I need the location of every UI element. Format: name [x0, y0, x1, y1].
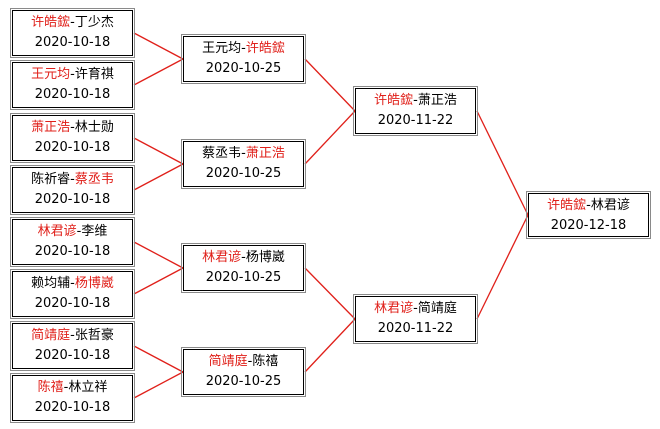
player-left: 林君谚	[202, 250, 242, 265]
separator: -	[70, 120, 75, 135]
connector-line	[476, 214, 529, 320]
separator: -	[247, 354, 253, 369]
match-date: 2020-10-25	[205, 166, 282, 181]
player-right: 许皓鋐	[245, 41, 285, 56]
match-date: 2020-10-25	[205, 374, 282, 389]
separator: -	[76, 224, 82, 239]
connector-line	[133, 58, 184, 86]
player-left: 王元均	[202, 41, 242, 56]
connector-line	[133, 371, 184, 399]
match-date: 2020-10-25	[205, 61, 282, 76]
match-semifinal-2: 林君谚-简靖庭 2020-11-22	[353, 294, 478, 344]
connector-line	[133, 345, 184, 373]
connector-line	[133, 267, 184, 295]
player-right: 杨博崴	[74, 276, 114, 291]
match-r2-3: 林君谚-杨博崴 2020-10-25	[181, 243, 306, 293]
match-r2-1: 王元均-许皓鋐 2020-10-25	[181, 34, 306, 84]
match-date: 2020-10-18	[34, 192, 111, 207]
player-left: 赖均辅	[31, 276, 71, 291]
match-r2-2: 蔡丞韦-萧正浩 2020-10-25	[181, 139, 306, 189]
match-semifinal-1: 许皓鋐-萧正浩 2020-11-22	[353, 86, 478, 136]
player-left: 许皓鋐	[547, 198, 587, 213]
match-r1-7: 简靖庭-张哲豪 2020-10-18	[10, 321, 135, 371]
match-r1-4: 陈祈睿-蔡丞韦 2020-10-18	[10, 165, 135, 215]
player-left: 简靖庭	[31, 328, 71, 343]
separator: -	[586, 198, 591, 213]
match-date: 2020-11-22	[377, 321, 454, 336]
separator: -	[241, 146, 246, 161]
match-date: 2020-10-18	[34, 35, 111, 50]
separator: -	[241, 41, 246, 56]
player-left: 许皓鋐	[31, 15, 71, 30]
separator: -	[70, 172, 75, 187]
player-left: 简靖庭	[208, 354, 248, 369]
match-date: 2020-12-18	[550, 218, 627, 233]
player-right: 陈禧	[252, 354, 279, 369]
match-date: 2020-10-18	[34, 400, 111, 415]
match-date: 2020-10-18	[34, 87, 111, 102]
match-r1-5: 林君谚-李维 2020-10-18	[10, 217, 135, 267]
match-date: 2020-10-18	[34, 348, 111, 363]
connector-line	[304, 318, 356, 373]
player-right: 丁少杰	[74, 15, 114, 30]
player-right: 萧正浩	[245, 146, 285, 161]
player-right: 林君谚	[590, 198, 630, 213]
match-final: 许皓鋐-林君谚 2020-12-18	[526, 191, 651, 239]
connector-line	[304, 110, 356, 165]
player-left: 陈禧	[37, 380, 64, 395]
player-left: 王元均	[31, 67, 71, 82]
match-r1-3: 萧正浩-林士勋 2020-10-18	[10, 113, 135, 163]
separator: -	[241, 250, 246, 265]
separator: -	[413, 301, 418, 316]
player-right: 林立祥	[68, 380, 108, 395]
match-date: 2020-11-22	[377, 113, 454, 128]
match-date: 2020-10-18	[34, 140, 111, 155]
player-left: 许皓鋐	[374, 93, 414, 108]
separator: -	[70, 328, 75, 343]
match-date: 2020-10-25	[205, 270, 282, 285]
match-date: 2020-10-18	[34, 244, 111, 259]
player-left: 林君谚	[374, 301, 414, 316]
separator: -	[413, 93, 418, 108]
separator: -	[70, 15, 75, 30]
connector-line	[476, 110, 529, 216]
player-left: 蔡丞韦	[202, 146, 242, 161]
player-right: 林士勋	[74, 120, 114, 135]
player-left: 林君谚	[37, 224, 77, 239]
player-right: 张哲豪	[74, 328, 114, 343]
player-left: 萧正浩	[31, 120, 71, 135]
connector-line	[133, 163, 184, 191]
match-date: 2020-10-18	[34, 296, 111, 311]
match-r2-4: 简靖庭-陈禧 2020-10-25	[181, 347, 306, 397]
player-right: 蔡丞韦	[74, 172, 114, 187]
match-r1-8: 陈禧-林立祥 2020-10-18	[10, 373, 135, 423]
player-left: 陈祈睿	[31, 172, 71, 187]
match-r1-6: 赖均辅-杨博崴 2020-10-18	[10, 269, 135, 319]
separator: -	[63, 380, 69, 395]
separator: -	[70, 67, 75, 82]
separator: -	[70, 276, 75, 291]
connector-line	[304, 267, 356, 320]
connector-line	[304, 58, 356, 112]
player-right: 简靖庭	[417, 301, 457, 316]
connector-line	[133, 241, 184, 269]
player-right: 萧正浩	[417, 93, 457, 108]
match-r1-1: 许皓鋐-丁少杰 2020-10-18	[10, 8, 135, 58]
player-right: 杨博崴	[245, 250, 285, 265]
connector-line	[133, 32, 184, 60]
connector-line	[133, 137, 184, 165]
player-right: 许育祺	[74, 67, 114, 82]
match-r1-2: 王元均-许育祺 2020-10-18	[10, 60, 135, 110]
player-right: 李维	[81, 224, 108, 239]
